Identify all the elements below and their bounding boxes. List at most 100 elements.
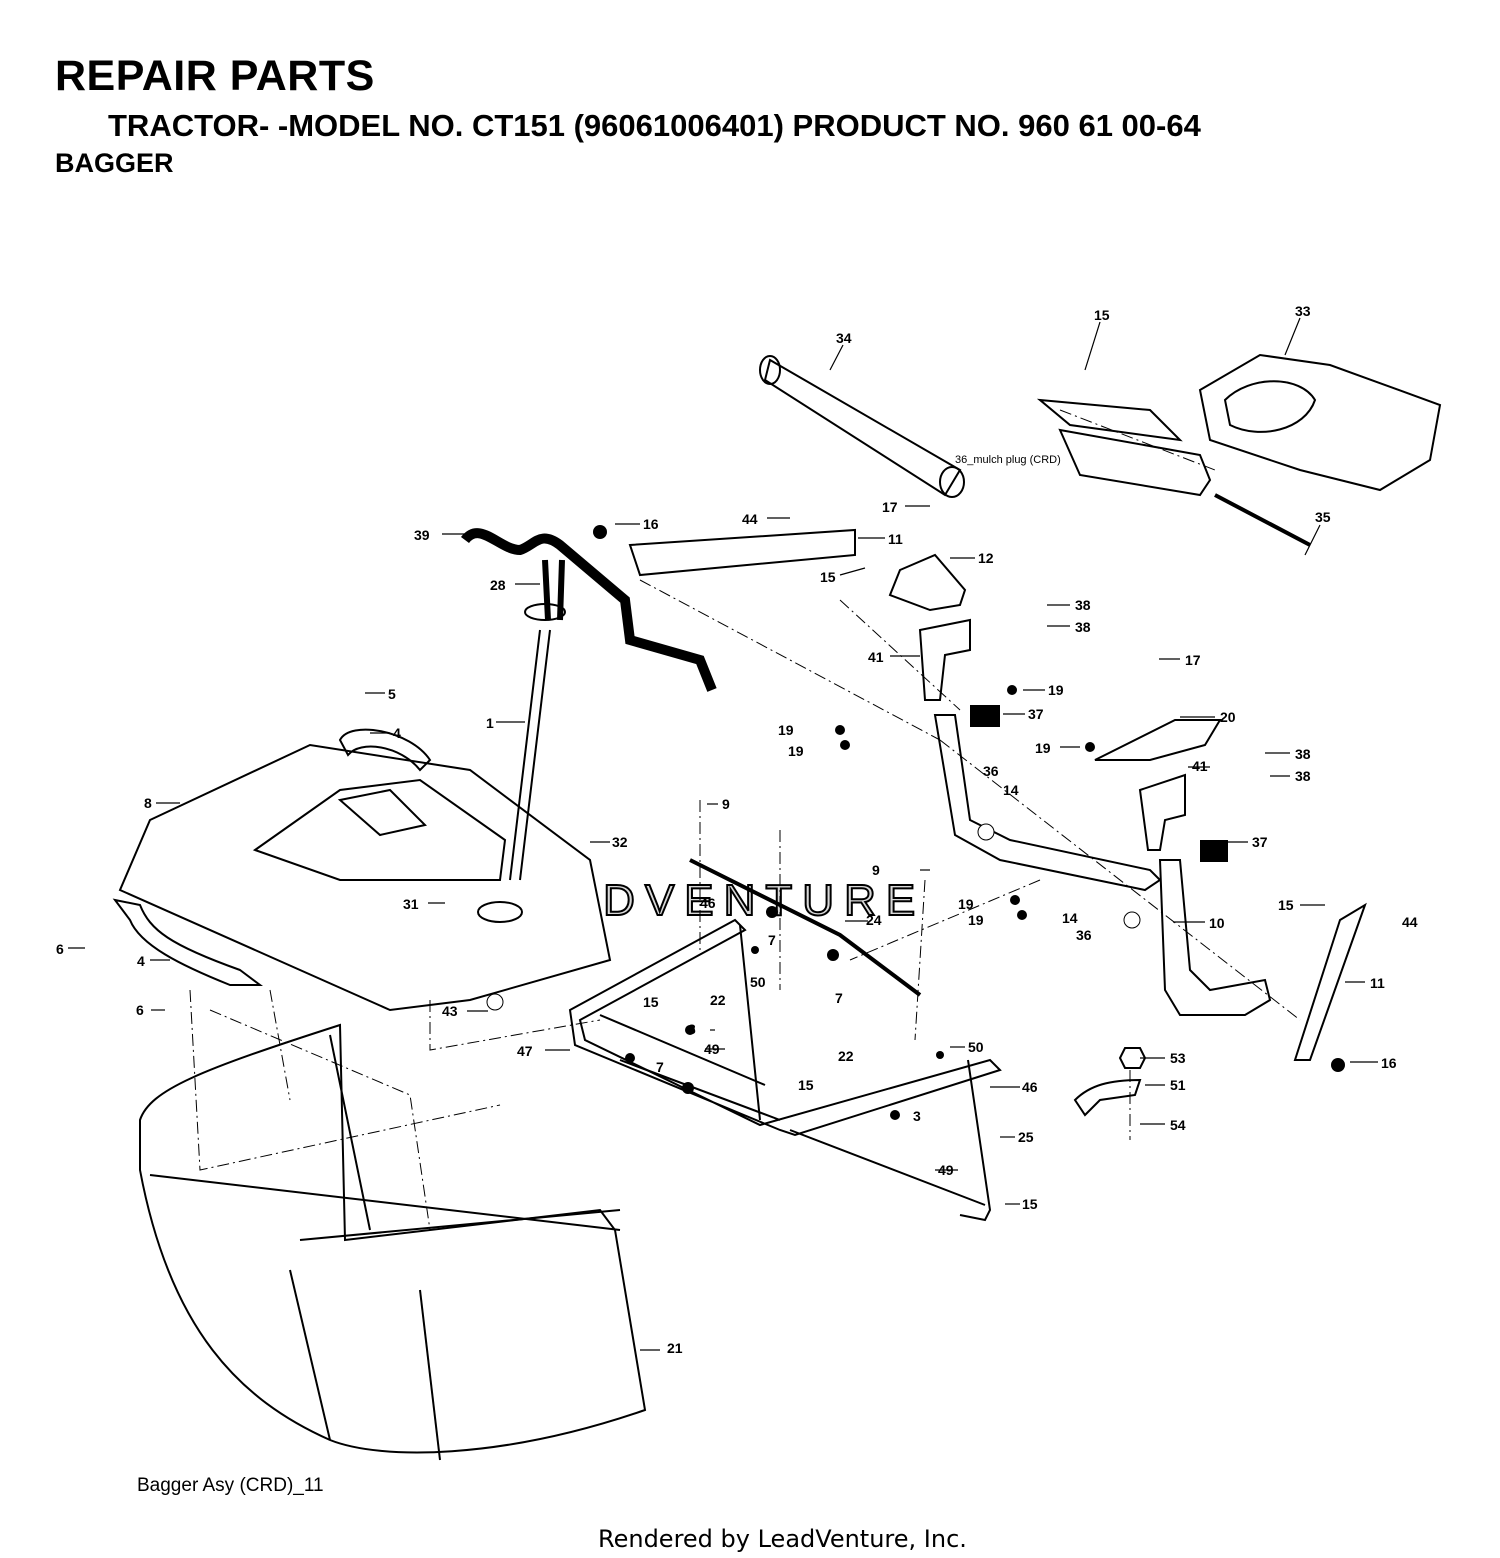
callout-41: 41 — [1192, 758, 1208, 774]
callout-22: 22 — [838, 1048, 854, 1064]
chute-adapter — [1198, 353, 1442, 492]
callout-50: 50 — [750, 974, 766, 990]
callout-19: 19 — [958, 896, 974, 912]
diagram-caption: Bagger Asy (CRD)_11 — [137, 1475, 324, 1496]
mulch-plug-label: 36_mulch plug (CRD) — [955, 454, 1061, 466]
section-title: BAGGER — [55, 148, 174, 178]
callout-47: 47 — [517, 1043, 533, 1059]
callout-44: 44 — [742, 511, 758, 527]
callout-15: 15 — [820, 569, 836, 585]
callout-38: 38 — [1295, 768, 1311, 784]
front-handle — [112, 898, 263, 986]
callout-36: 36 — [1076, 927, 1092, 943]
callout-39: 39 — [414, 527, 430, 543]
callout-19: 19 — [968, 912, 984, 928]
callout-1: 1 — [486, 715, 494, 731]
bagger-frame — [568, 918, 1002, 1137]
callout-32: 32 — [612, 834, 628, 850]
callout-3: 3 — [688, 1021, 696, 1037]
callout-15: 15 — [1278, 897, 1294, 913]
footer-credit: Rendered by LeadVenture, Inc. — [598, 1525, 967, 1553]
callout-19: 19 — [778, 722, 794, 738]
callout-49: 49 — [938, 1162, 954, 1178]
callout-5: 5 — [388, 686, 396, 702]
callout-16: 16 — [1381, 1055, 1397, 1071]
support-rod — [689, 858, 922, 997]
callout-14: 14 — [1003, 782, 1019, 798]
callout-41: 41 — [868, 649, 884, 665]
callout-11: 11 — [1370, 975, 1385, 991]
callout-38: 38 — [1075, 619, 1091, 635]
callout-20: 20 — [1220, 709, 1236, 725]
callout-37: 37 — [1252, 834, 1268, 850]
callout-15: 15 — [643, 994, 659, 1010]
latch-plate — [1073, 1078, 1142, 1117]
callout-53: 53 — [1170, 1050, 1186, 1066]
callout-3: 3 — [913, 1108, 921, 1124]
callout-24: 24 — [866, 912, 882, 928]
callout-9: 9 — [722, 796, 730, 812]
callout-9: 9 — [872, 862, 880, 878]
callout-50: 50 — [968, 1039, 984, 1055]
callout-17: 17 — [1185, 652, 1201, 668]
upper-bracket — [628, 528, 856, 577]
callout-7: 7 — [768, 932, 776, 948]
callout-19: 19 — [1048, 682, 1064, 698]
callout-15: 15 — [1022, 1196, 1038, 1212]
callout-36: 36 — [983, 763, 999, 779]
callout-7: 7 — [656, 1059, 664, 1075]
callout-38: 38 — [1295, 746, 1311, 762]
callout-31: 31 — [403, 896, 419, 912]
callout-43: 43 — [442, 1003, 458, 1019]
callout-16: 16 — [643, 516, 659, 532]
callout-34: 34 — [836, 330, 852, 346]
callout-21: 21 — [667, 1340, 683, 1356]
callout-19: 19 — [1035, 740, 1051, 756]
lid-handle — [338, 728, 432, 772]
callout-51: 51 — [1170, 1077, 1186, 1093]
callout-22: 22 — [710, 992, 726, 1008]
callout-4: 4 — [393, 725, 401, 741]
bag-lid — [118, 743, 612, 1012]
callout-17: 17 — [882, 499, 898, 515]
callout-14: 14 — [1062, 910, 1078, 926]
callout-19: 19 — [788, 743, 804, 759]
callout-35: 35 — [1315, 509, 1331, 525]
callout-6: 6 — [56, 941, 64, 957]
frame-crossbar — [599, 1014, 986, 1206]
handle-grip — [542, 559, 565, 621]
callout-38: 38 — [1075, 597, 1091, 613]
callout-33: 33 — [1295, 303, 1311, 319]
callout-44: 44 — [1402, 914, 1418, 930]
callout-12: 12 — [978, 550, 994, 566]
bag-body — [139, 1023, 647, 1454]
right-support-arm — [1158, 859, 1272, 1016]
model-subtitle: TRACTOR- -MODEL NO. CT151 (96061006401) … — [108, 108, 1201, 143]
callout-25: 25 — [1018, 1129, 1034, 1145]
left-support-arm — [933, 714, 1162, 892]
lid-raised-panel — [252, 778, 507, 881]
callout-15: 15 — [798, 1077, 814, 1093]
callout-10: 10 — [1209, 915, 1225, 931]
callout-8: 8 — [144, 795, 152, 811]
side-bracket — [1293, 902, 1367, 1061]
callout-46: 46 — [700, 895, 716, 911]
callout-49: 49 — [704, 1041, 720, 1057]
callout-11: 11 — [888, 531, 903, 547]
hinge-plate — [888, 553, 967, 612]
callout-7: 7 — [835, 990, 843, 1006]
callout-46: 46 — [1022, 1079, 1038, 1095]
latch-bracket — [1094, 719, 1222, 761]
callout-6: 6 — [136, 1002, 144, 1018]
dump-rod — [461, 528, 717, 692]
callout-54: 54 — [1170, 1117, 1186, 1133]
callout-15: 15 — [1094, 307, 1110, 323]
chute-tube — [763, 358, 962, 497]
callout-37: 37 — [1028, 706, 1044, 722]
page-title: REPAIR PARTS — [55, 52, 375, 100]
dump-handle-tube — [509, 629, 551, 881]
callout-4: 4 — [137, 953, 145, 969]
mulch-plug — [1058, 428, 1212, 497]
callout-28: 28 — [490, 577, 506, 593]
